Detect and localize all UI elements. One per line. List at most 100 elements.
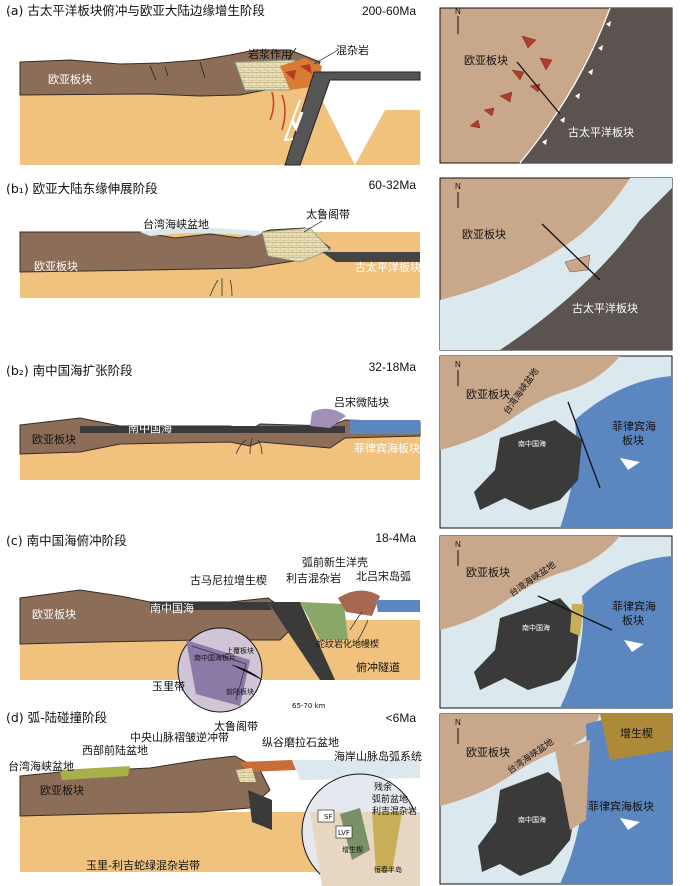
b1-paleo-pacific-label: 古太平洋板块 — [355, 260, 421, 274]
d-eurasian-label: 欧亚板块 — [40, 783, 84, 797]
panel-b2-age: 32-18Ma — [369, 360, 417, 374]
map-b2-eurasian-label: 欧亚板块 — [466, 387, 510, 401]
cross-section-d: 欧亚板块 台湾海峡盆地 西部前陆盆地 中央山脉褶皱逆冲带 太鲁阁带 纵谷磨拉石盆… — [8, 719, 422, 886]
map-a-eurasian-label: 欧亚板块 — [464, 53, 508, 67]
c-ophiolite-label: 蛇纹岩化地幔楔 — [316, 638, 379, 650]
map-b2-north-arrow: N — [455, 360, 461, 369]
b2-scs-label: 南中国海 — [128, 421, 172, 435]
map-b1-pacific-label: 古太平洋板块 — [572, 301, 638, 315]
map-d-accretion-label: 增生楔 — [620, 726, 653, 740]
c-upper-plate-label: 上覆板块 — [226, 646, 254, 655]
eurasian-plate-label: 欧亚板块 — [48, 72, 92, 86]
map-c-philippine-label-1: 菲律宾海 — [612, 599, 656, 613]
map-d-philippine-label: 菲律宾海板块 — [588, 799, 654, 813]
d-accretion-label: 增生楔 — [342, 845, 363, 854]
panel-a-title: (a) 古太平洋板块俯冲与欧亚大陆边缘增生阶段 — [6, 3, 265, 18]
luzon-microcontinent — [310, 408, 346, 428]
map-b2-philippine-label-1: 菲律宾海 — [612, 419, 656, 433]
d-forearc-basin-label: 弧前盆地 — [372, 793, 408, 805]
b1-eurasian-label: 欧亚板块 — [34, 259, 78, 273]
c-forearc-label: 弧前新生洋壳 — [302, 555, 368, 569]
map-b2-continent — [440, 356, 620, 450]
cross-section-a: 欧亚板块 古太平洋板块 岩浆作用 混杂岩 — [19, 43, 421, 166]
panel-b2: (b₂) 南中国海扩张阶段 32-18Ma 欧亚板块 南中国海 菲律宾海板块 吕… — [6, 355, 673, 529]
d-taroko-belt-label: 太鲁阁带 — [214, 719, 258, 733]
south-china-sea-crust — [80, 426, 345, 433]
c-north-luzon-label: 北吕宋岛弧 — [356, 569, 411, 583]
map-c: N 欧亚板块 台湾海峡盆地 南中国海 菲律宾海 板块 — [439, 535, 673, 709]
paleo-pacific-plate-label: 古太平洋板块 — [342, 83, 408, 97]
map-b1-ocean — [500, 188, 672, 350]
melange-label: 混杂岩 — [336, 43, 369, 57]
b2-luzon-label: 吕宋微陆块 — [334, 395, 389, 409]
cross-section-b2: 欧亚板块 南中国海 菲律宾海板块 吕宋微陆块 — [19, 395, 421, 480]
panel-d-title: (d) 弧-陆碰撞阶段 — [6, 710, 107, 725]
map-b2-philippine-label-2: 板块 — [622, 433, 644, 447]
d-yuli-lichi-label: 玉里-利吉蛇绿混杂岩带 — [86, 858, 200, 872]
panel-c-title: (c) 南中国海俯冲阶段 — [6, 533, 127, 548]
magmatism-label: 岩浆作用 — [248, 47, 292, 61]
d-coastal-range-label: 海岸山脉岛弧系统 — [334, 749, 422, 763]
western-foreland-basin — [60, 766, 130, 780]
map-b2-south-china-sea — [474, 420, 582, 510]
d-lichi-label: 利吉混杂岩 — [372, 805, 417, 817]
panel-d-age: <6Ma — [386, 711, 417, 725]
panel-b1: (b₁) 欧亚大陆东缘伸展阶段 60-32Ma 欧亚板块 古太平洋板块 台湾海峡… — [6, 177, 673, 351]
ophiolite-wedge — [300, 602, 348, 640]
c-scs-slab-label: 南中国海板片 — [194, 653, 236, 662]
map-b1: N 欧亚板块 古太平洋板块 — [439, 177, 673, 351]
map-c-philippine-label-2: 板块 — [622, 613, 644, 627]
d-taiwan-strait-label: 台湾海峡盆地 — [8, 759, 74, 773]
panel-a: (a) 古太平洋板块俯冲与欧亚大陆边缘增生阶段 200-60Ma 欧亚板块 古太… — [6, 3, 673, 166]
panel-c: (c) 南中国海俯冲阶段 18-4Ma 南中国海 欧亚板块 上覆板块 南中国海板… — [6, 531, 673, 713]
d-central-range-label: 中央山脉褶皱逆冲带 — [130, 730, 229, 744]
d-chunan-label: 恒春半岛 — [374, 865, 402, 874]
map-b1-north-arrow: N — [455, 182, 461, 191]
map-d-north-arrow: N — [455, 718, 461, 727]
c-lichi-label: 利吉混杂岩 — [286, 571, 341, 585]
map-a-pacific-label: 古太平洋板块 — [568, 125, 634, 139]
map-d-scs-label: 南中国海 — [518, 815, 546, 824]
d-western-foreland-label: 西部前陆盆地 — [82, 743, 148, 757]
eurasian-crust-b1 — [19, 227, 331, 273]
cross-section-b1: 欧亚板块 古太平洋板块 台湾海峡盆地 太鲁阁带 — [19, 207, 421, 298]
map-b1-eurasian-label: 欧亚板块 — [462, 227, 506, 241]
c-scs-label: 南中国海 — [150, 601, 194, 615]
panel-a-age: 200-60Ma — [362, 4, 416, 18]
map-c-scs-label: 南中国海 — [522, 623, 550, 632]
b2-philippine-label: 菲律宾海板块 — [354, 441, 420, 455]
cross-section-c: 南中国海 欧亚板块 上覆板块 南中国海板片 前陆板块 玉里带 65-70 km … — [19, 555, 420, 713]
philippine-sea-plate-b2 — [350, 420, 420, 434]
d-sf-label: SF — [324, 813, 332, 821]
paleo-pacific-slab — [284, 71, 421, 166]
map-a-north-arrow: N — [455, 7, 461, 16]
panel-b2-title: (b₂) 南中国海扩张阶段 — [6, 363, 133, 378]
map-a: N 欧亚板块 古太平洋板块 — [439, 7, 673, 164]
map-c-north-arrow: N — [455, 540, 461, 549]
paleo-pacific-ocean — [520, 8, 672, 163]
scs-slab-c — [150, 602, 272, 610]
map-b2: N 欧亚板块 台湾海峡盆地 南中国海 菲律宾海 板块 — [439, 355, 673, 529]
c-depth-label: 65-70 km — [292, 702, 326, 710]
longitudinal-valley-basin — [240, 760, 296, 772]
d-lvf-label: LVF — [338, 829, 350, 837]
map-d-eurasian-label: 欧亚板块 — [466, 745, 510, 759]
paleo-pacific-slab-b1 — [322, 252, 420, 262]
map-b2-philippine-sea — [560, 376, 672, 528]
c-eurasian-label: 欧亚板块 — [32, 607, 76, 621]
d-residual-label: 残余 — [374, 781, 392, 793]
map-d-accretion-wedge — [600, 714, 672, 760]
c-subduction-channel-label: 俯冲隧道 — [356, 660, 400, 674]
c-accretion-wedge-label: 古马尼拉增生楔 — [190, 573, 267, 587]
asthenosphere — [20, 75, 355, 165]
north-luzon-arc — [338, 590, 380, 616]
panel-b1-age: 60-32Ma — [369, 178, 417, 192]
c-foreland-label: 前陆板块 — [226, 687, 254, 696]
b2-eurasian-label: 欧亚板块 — [32, 432, 76, 446]
map-b2-scs-label: 南中国海 — [518, 439, 546, 448]
map-d: N 欧亚板块 增生楔 台湾海峡盆地 南中国海 菲律宾海板块 — [439, 713, 673, 885]
taiwan-strait-basin-label: 台湾海峡盆地 — [143, 217, 209, 231]
taroko-belt-label: 太鲁阁带 — [306, 207, 350, 221]
